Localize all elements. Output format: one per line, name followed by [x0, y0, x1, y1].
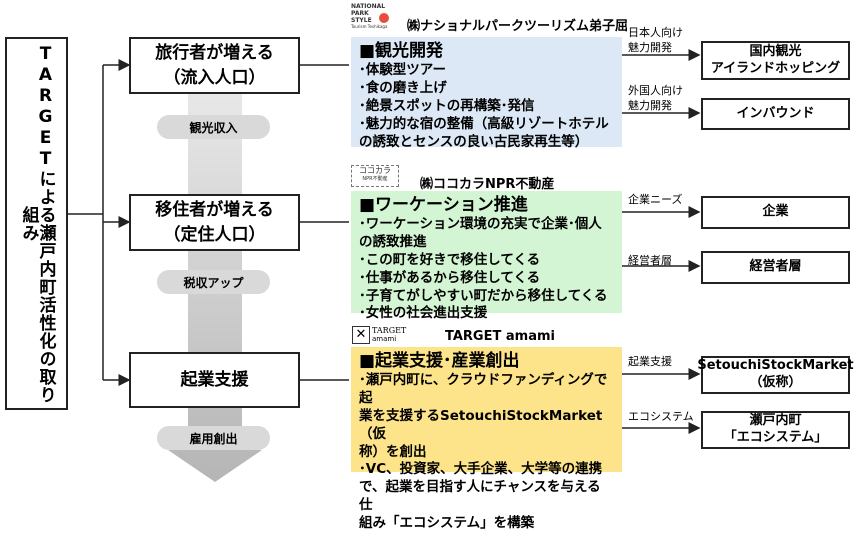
- cococara-logo: ココカラ NPR不動産: [351, 165, 399, 187]
- panel-item: ･絶景スポットの再構築･発信: [359, 97, 535, 114]
- result-box-inbound: インバウンド: [701, 98, 850, 130]
- result-box-companies: 企業: [701, 196, 850, 229]
- panel-item: ･瀬戸内町に、クラウドファンディングで起 業を支援するSetouchiStock…: [359, 372, 608, 460]
- vertical-title: TARGETによる瀬戸内町活性化の取り組み: [18, 43, 56, 404]
- logo-text: NATIONAL: [351, 3, 386, 10]
- result-box-domestic-tourism: 国内観光 アイランドホッピング: [701, 41, 850, 80]
- target-label: 経営者層: [628, 254, 672, 267]
- outcome-pill-tourism-revenue: 観光収入: [157, 115, 270, 139]
- target-label: 企業ニーズ: [628, 193, 683, 206]
- result-box-stock-market: SetouchiStockMarket （仮称）: [697, 356, 854, 394]
- panel-title: ■ワーケーション推進: [359, 195, 528, 215]
- company-name: TARGET amami: [445, 329, 555, 344]
- panel-item: ･体験型ツアー: [359, 62, 446, 79]
- logo-text: TARGET: [372, 326, 407, 335]
- target-label: 起業支援: [628, 355, 672, 368]
- panel-item: ･ワーケーション環境の充実で企業･個人 の誘致推進: [359, 216, 602, 251]
- stage-box-startup-support: 起業支援: [129, 352, 300, 408]
- panel-item: ･子育てがしやすい町だから移住してくる: [359, 287, 608, 304]
- company-name: ㈱ナショナルパークツーリズム弟子屈: [407, 19, 629, 34]
- panel-title: ■観光開発: [359, 41, 444, 61]
- outcome-pill-job-creation: 雇用創出: [157, 426, 270, 450]
- logo-text: ココカラ: [359, 166, 391, 175]
- logo-text: PARK: [351, 10, 369, 17]
- national-park-style-logo: NATIONAL PARK STYLE Tourism Teshikaga: [351, 3, 393, 37]
- stage-line: 移住者が増える: [155, 199, 274, 220]
- logo-text: NPR不動産: [362, 176, 388, 182]
- stage-box-visitors: 旅行者が増える （流入人口）: [129, 37, 300, 94]
- panel-item: ･この町を好きで移住してくる: [359, 251, 541, 268]
- target-label: 外国人向け 魅力開発: [628, 84, 683, 112]
- logo-mark-icon: [379, 13, 389, 23]
- result-box-ecosystem: 瀬戸内町 「エコシステム」: [701, 411, 850, 449]
- panel-item: ･仕事があるから移住してくる: [359, 269, 541, 286]
- panel-item: ･食の磨き上げ: [359, 80, 447, 97]
- panel-item: ･女性の社会進出支援: [359, 305, 488, 322]
- stage-line: 起業支援: [180, 369, 249, 390]
- target-amami-logo: ✕ TARGET amami: [352, 325, 414, 345]
- target-label: エコシステム: [628, 410, 694, 423]
- panel-item: ･VC、投資家、大手企業、大学等の連携 で、起業を目指す人にチャンスを与える仕 …: [359, 461, 603, 531]
- target-label: 日本人向け 魅力開発: [628, 26, 683, 54]
- logo-text: amami: [372, 335, 397, 343]
- panel-title: ■起業支援･産業創出: [359, 351, 520, 371]
- x-mark-icon: ✕: [352, 326, 370, 344]
- stage-line: （流入人口）: [163, 67, 266, 88]
- panel-startup-industry: ■起業支援･産業創出 ･瀬戸内町に、クラウドファンディングで起 業を支援するSe…: [351, 347, 622, 531]
- panel-workation: ■ワーケーション推進 ･ワーケーション環境の充実で企業･個人 の誘致推進 ･この…: [351, 191, 622, 321]
- stage-line: 旅行者が増える: [155, 42, 274, 63]
- company-name: ㈱ココカラNPR不動産: [420, 177, 555, 192]
- panel-item: ･魅力的な宿の整備（高級リゾートホテル の誘致とセンスの良い古民家再生等）: [359, 115, 609, 150]
- stage-line: （定住人口）: [163, 224, 266, 245]
- result-box-executives: 経営者層: [701, 251, 850, 284]
- logo-text: STYLE: [351, 17, 372, 24]
- logo-text: Tourism Teshikaga: [351, 24, 388, 29]
- vertical-title-box: TARGETによる瀬戸内町活性化の取り組み: [5, 37, 68, 410]
- outcome-pill-tax-revenue: 税収アップ: [157, 270, 270, 294]
- stage-box-migrants: 移住者が増える （定住人口）: [129, 194, 300, 251]
- panel-tourism-development: ■観光開発 ･体験型ツアー ･食の磨き上げ ･絶景スポットの再構築･発信 ･魅力…: [351, 37, 622, 150]
